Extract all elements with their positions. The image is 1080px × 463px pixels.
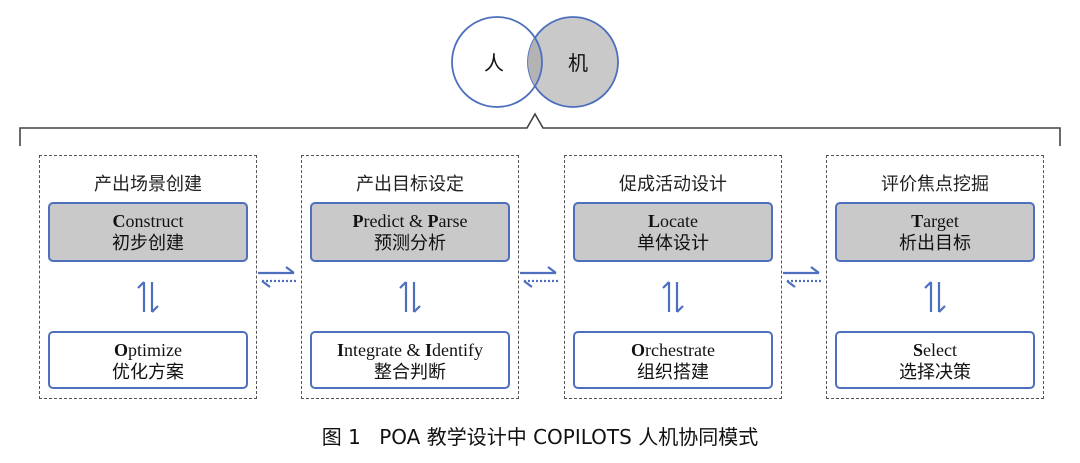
vertical-arrow-2	[399, 281, 421, 313]
figure-title: POA 教学设计中 COPILOTS 人机协同模式	[379, 425, 759, 449]
step-chinese: 组织搭建	[637, 362, 709, 383]
vertical-arrow-4	[924, 281, 946, 313]
step-card-locate: Locate 单体设计	[573, 202, 773, 262]
stage-locate: 促成活动设计 Locate 单体设计 Orchestrate 组织搭建	[564, 155, 782, 399]
step-card-orchestrate: Orchestrate 组织搭建	[573, 331, 773, 389]
step-english: Orchestrate	[631, 340, 715, 360]
stage-title: 产出目标设定	[356, 174, 464, 195]
step-chinese: 单体设计	[637, 233, 709, 254]
stage-title: 产出场景创建	[94, 174, 202, 195]
stage-title: 评价焦点挖掘	[881, 174, 989, 195]
step-english: Integrate & Identify	[337, 340, 483, 360]
stage-target: 评价焦点挖掘 Target 析出目标 Select 选择决策	[826, 155, 1044, 399]
venn-right-label: 机	[568, 51, 588, 75]
step-chinese: 优化方案	[112, 362, 184, 383]
vertical-arrow-3	[662, 281, 684, 313]
step-card-construct: Construct 初步创建	[48, 202, 248, 262]
stage-construct: 产出场景创建 Construct 初步创建 Optimize 优化方案	[39, 155, 257, 399]
stage-predict: 产出目标设定 Predict & Parse 预测分析 Integrate & …	[301, 155, 519, 399]
step-chinese: 预测分析	[374, 233, 446, 254]
step-card-select: Select 选择决策	[835, 331, 1035, 389]
step-card-integrate-identify: Integrate & Identify 整合判断	[310, 331, 510, 389]
stage-title: 促成活动设计	[619, 174, 727, 195]
exchange-arrow-2	[520, 266, 558, 288]
exchange-arrow-3	[783, 266, 821, 288]
step-english: Select	[913, 340, 957, 360]
brace	[19, 112, 1061, 146]
step-card-predict-parse: Predict & Parse 预测分析	[310, 202, 510, 262]
step-chinese: 初步创建	[112, 233, 184, 254]
step-english: Predict & Parse	[352, 211, 468, 231]
step-english: Target	[911, 211, 959, 231]
step-card-optimize: Optimize 优化方案	[48, 331, 248, 389]
figure-number: 图 1	[321, 425, 361, 449]
exchange-arrow-1	[258, 266, 296, 288]
step-english: Construct	[112, 211, 184, 231]
step-chinese: 选择决策	[899, 362, 971, 383]
step-english: Locate	[648, 211, 698, 231]
step-english: Optimize	[114, 340, 182, 360]
step-card-target: Target 析出目标	[835, 202, 1035, 262]
step-chinese: 析出目标	[899, 233, 971, 254]
step-chinese: 整合判断	[374, 362, 446, 383]
venn-circle-left	[451, 16, 543, 108]
figure-caption: 图 1 POA 教学设计中 COPILOTS 人机协同模式	[0, 421, 1080, 450]
vertical-arrow-1	[137, 281, 159, 313]
venn-left-label: 人	[484, 51, 504, 75]
